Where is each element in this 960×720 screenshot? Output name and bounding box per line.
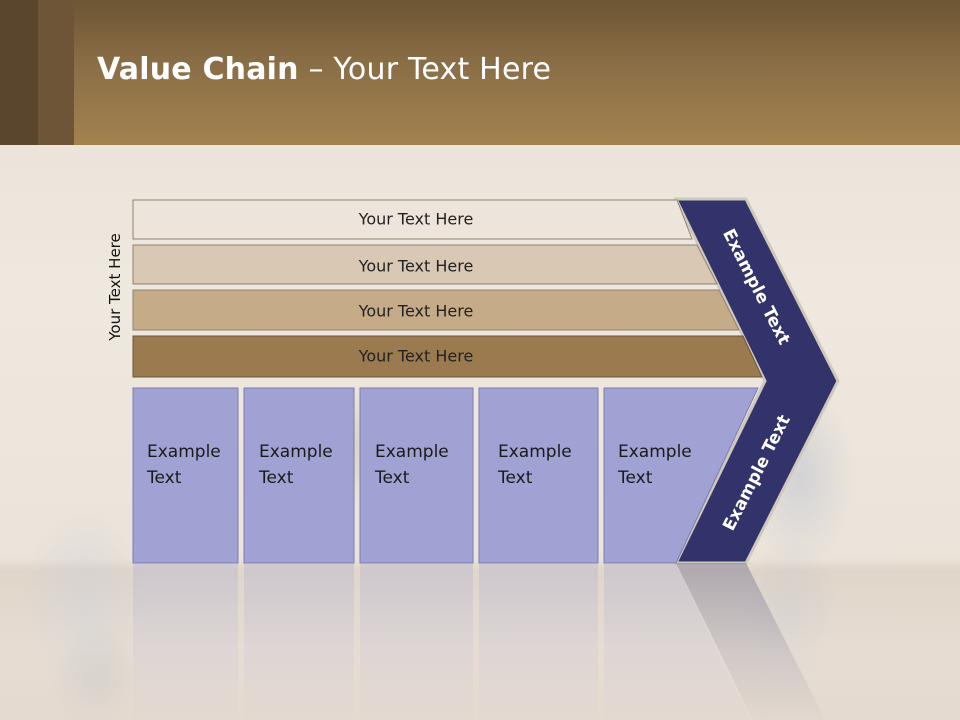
- slide-title: Value Chain – Your Text Here: [97, 52, 551, 87]
- band-1: [132, 199, 693, 240]
- activity-label-line1: Example: [618, 442, 692, 462]
- activity-label-line1: Example: [259, 442, 333, 462]
- activity-label-line1: Example: [498, 442, 572, 462]
- band-label-1: Your Text Here: [358, 209, 474, 229]
- band-label-4: Your Text Here: [358, 346, 474, 366]
- header-accent-stripe: [38, 0, 74, 145]
- band-label-3: Your Text Here: [358, 301, 474, 321]
- activity-box-1: [132, 387, 239, 564]
- activity-label-line2: Text: [498, 468, 533, 488]
- slide-title-bold: Value Chain: [97, 52, 299, 87]
- slide-title-rest: – Your Text Here: [298, 52, 552, 87]
- band-3: [132, 289, 740, 331]
- activity-box-3: [359, 387, 474, 564]
- activity-label-line2: Text: [618, 468, 653, 488]
- header-accent-stripe: [0, 0, 38, 145]
- activity-label-line2: Text: [259, 468, 294, 488]
- activity-label-line2: Text: [375, 468, 410, 488]
- activity-label-line1: Example: [375, 442, 449, 462]
- activity-box-2: [243, 387, 355, 564]
- band-2: [132, 244, 718, 285]
- band-label-2: Your Text Here: [358, 256, 474, 276]
- activity-label-line2: Text: [147, 468, 182, 488]
- activity-label-line1: Example: [147, 442, 221, 462]
- activity-box-4: [478, 387, 599, 564]
- band-4: [132, 335, 763, 378]
- title-bar: [0, 0, 960, 145]
